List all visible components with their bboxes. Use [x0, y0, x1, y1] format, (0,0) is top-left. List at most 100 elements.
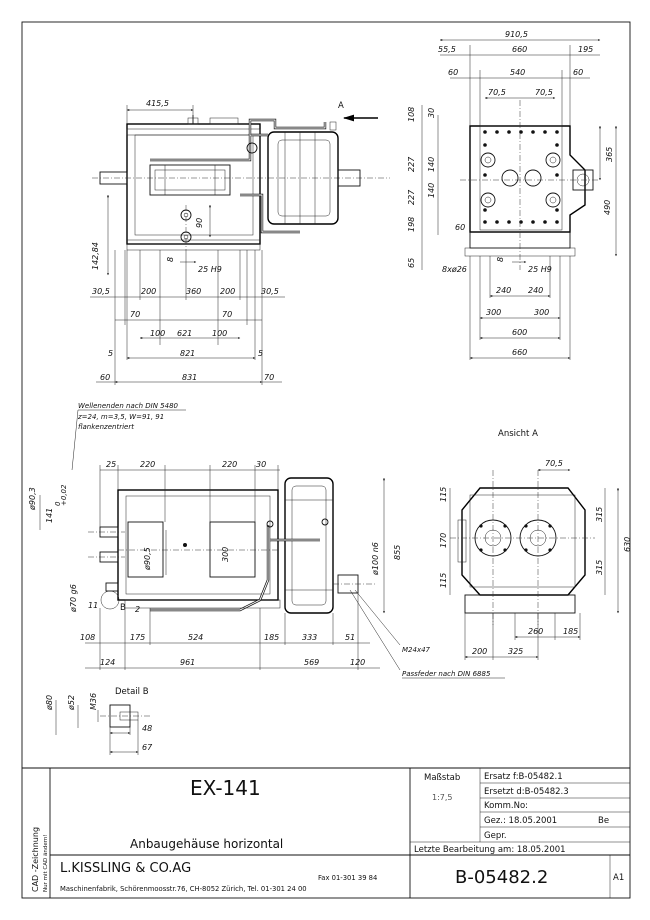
front-row2-dim-1: 70 [130, 310, 140, 319]
front-row3-dim-2: 621 [177, 329, 192, 338]
front-row1-dim-1: 30,5 [92, 287, 110, 296]
side-dim-70-5-left: 70,5 [488, 88, 506, 97]
detail-b-dim-48: 48 [142, 724, 152, 733]
side-view-bolt-holes [483, 130, 559, 224]
lower-row2-dim-124: 124 [100, 658, 115, 667]
side-left-dim-60: 60 [455, 223, 465, 232]
front-view: A 415,5 142,84 8 90 25 H9 30,5 200 360 2… [90, 99, 390, 385]
view-a: 70,5 115 170 115 315 630 315 260 185 200… [439, 459, 632, 660]
view-a-left-dim-115-b: 115 [439, 573, 448, 588]
lower-left-tol-zero: 0 [54, 501, 62, 506]
lower-view-housing [117, 489, 279, 601]
lower-right-dim-100-n6: ø100 n6 [371, 542, 380, 576]
front-row3-dim-1: 100 [150, 329, 165, 338]
view-a-left-dim-115-a: 115 [439, 487, 448, 502]
detail-b-dim-m36: M36 [89, 693, 98, 710]
lower-row2-dim-961: 961 [180, 658, 195, 667]
side-view-housing [469, 125, 586, 233]
front-row5-dim-1: 60 [100, 373, 110, 382]
side-bottom-dim-600: 600 [512, 328, 527, 337]
side-dim-60-right: 60 [573, 68, 583, 77]
front-dim-8: 8 [166, 257, 175, 262]
view-arrow-label: A [338, 101, 344, 111]
detail-b-dim-80: ø80 [45, 695, 54, 711]
front-row4-dim-1: 5 [108, 349, 113, 358]
side-dim-910-5: 910,5 [505, 30, 528, 39]
view-a-right-dim-315-a: 315 [595, 507, 604, 522]
last-edit: Letzte Bearbeitung am: 18.05.2001 [414, 845, 566, 855]
lower-left-dim-70-g6: ø70 g6 [69, 584, 78, 613]
side-bottom-dim-240-b: 240 [528, 286, 543, 295]
lower-left-dim-11: 11 [88, 601, 98, 610]
side-left-dim-65: 65 [407, 258, 416, 268]
side-left-dim-140-a: 140 [427, 157, 436, 172]
detail-b-dim-67: 67 [142, 743, 153, 752]
side-dim-70-5-right: 70,5 [535, 88, 553, 97]
view-a-right-dim-630: 630 [623, 537, 632, 552]
front-row5-dim-2: 831 [182, 373, 197, 382]
lower-row1-dim-175: 175 [130, 633, 145, 642]
lower-top-dim-220-a: 220 [140, 460, 155, 469]
commission-number: Komm.No: [484, 801, 528, 811]
side-dim-660: 660 [512, 45, 527, 54]
lower-top-dim-30: 30 [256, 460, 266, 469]
cad-label: CAD -Zeichnung [31, 827, 40, 892]
front-row1-dim-4: 200 [220, 287, 235, 296]
replacement-for: Ersatz f:B-05482.1 [484, 772, 563, 782]
side-right-dim-365: 365 [605, 147, 614, 162]
title-block: EX-141 Anbaugehäuse horizontal L.KISSLIN… [22, 767, 630, 898]
front-row1-dim-3: 360 [186, 287, 201, 296]
detail-b-title: Detail B [115, 687, 149, 697]
front-row5-dim-3: 70 [264, 373, 274, 382]
side-left-dim-8: 8 [496, 257, 505, 262]
side-holes-label: 8xø26 [442, 265, 467, 274]
scale-label: Maßstab [424, 773, 460, 783]
side-left-dim-108: 108 [407, 107, 416, 122]
lower-row1-dim-108: 108 [80, 633, 95, 642]
front-row1-dim-2: 200 [141, 287, 156, 296]
front-fit-label: 25 H9 [198, 265, 222, 274]
view-a-right-dim-315-b: 315 [595, 560, 604, 575]
side-fit-label: 25 H9 [528, 265, 552, 274]
view-a-dim-70-5: 70,5 [545, 459, 563, 468]
view-a-bottom-dim-260: 260 [528, 627, 543, 636]
lower-right-dim-855: 855 [393, 545, 402, 560]
company-name: L.KISSLING & CO.AG [60, 861, 191, 876]
shaft-note: Wellenenden nach DIN 5480 z=24, m=3,5, W… [71, 402, 186, 471]
lower-row2-dim-569: 569 [304, 658, 319, 667]
side-left-dim-30: 30 [427, 108, 436, 118]
side-dim-540: 540 [510, 68, 525, 77]
sheet-border [21, 21, 631, 899]
lower-row1-dim-524: 524 [188, 633, 203, 642]
replaced-by: Ersetzt d:B-05482.3 [484, 787, 569, 797]
lower-left-dim-90-3: ø90,3 [28, 487, 37, 511]
side-right-dim-490: 490 [603, 200, 612, 215]
side-left-dim-227-a: 227 [407, 156, 416, 172]
shaft-note-line-1: Wellenenden nach DIN 5480 [78, 402, 179, 410]
lower-view: B 2 ø90,3 141 +0,02 0 ø90,5 ø70 g6 11 30… [28, 460, 505, 679]
product-description: Anbaugehäuse horizontal [130, 837, 283, 851]
lower-left-dim-90-5: ø90,5 [143, 547, 152, 571]
lower-row1-dim-185: 185 [264, 633, 279, 642]
front-dim-415: 415,5 [146, 99, 169, 108]
side-bottom-dim-660: 660 [512, 348, 527, 357]
product-name: EX-141 [190, 776, 261, 800]
side-bottom-dim-240-a: 240 [496, 286, 511, 295]
side-left-dim-227-b: 227 [407, 189, 416, 205]
scale-value: 1:7,5 [432, 793, 453, 802]
side-left-dim-198: 198 [407, 217, 416, 232]
front-dim-90: 90 [195, 218, 204, 228]
sheet-size: A1 [613, 873, 624, 883]
side-dim-60-left: 60 [448, 68, 458, 77]
side-bottom-dim-300-b: 300 [534, 308, 549, 317]
drawn-by: Be [598, 816, 609, 826]
view-a-bottom-dim-185: 185 [563, 627, 578, 636]
front-view-housing [126, 123, 261, 245]
lower-top-dim-25: 25 [106, 460, 116, 469]
side-view: 910,5 55,5 660 195 60 540 60 70,5 70,5 1… [407, 30, 617, 360]
lower-view-motor [284, 477, 334, 614]
company-address: Maschinenfabrik, Schörenmoosstr.76, CH-8… [60, 885, 307, 893]
lower-row1-dim-333: 333 [302, 633, 317, 642]
detail-b-marker: B [120, 603, 126, 613]
